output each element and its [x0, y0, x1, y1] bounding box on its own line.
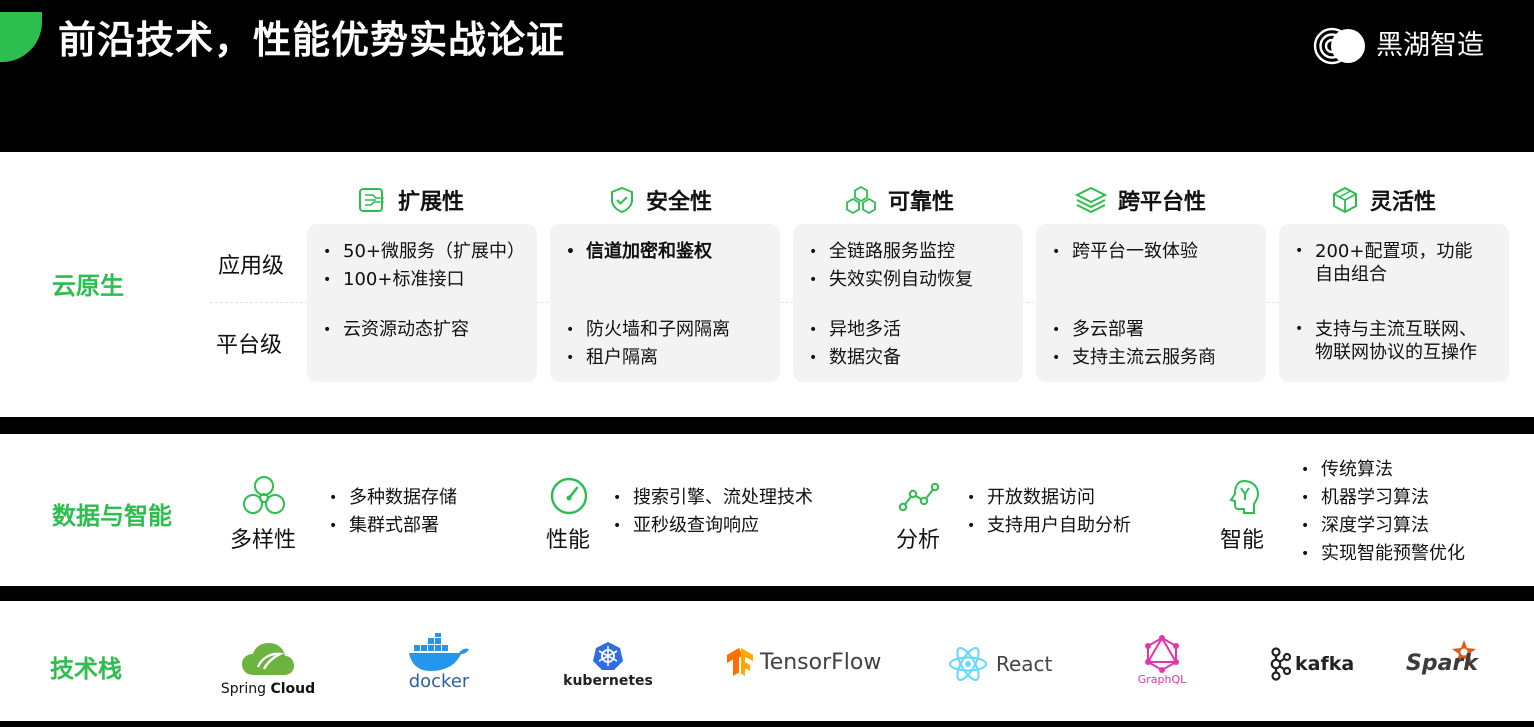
docker-logo: docker [404, 633, 474, 691]
kubernetes-logo: kubernetes [562, 641, 654, 689]
graphql-logo: GraphQL [1132, 635, 1192, 686]
list-item: 信道加密和鉴权 [562, 238, 712, 266]
list-item: 云资源动态扩容 [319, 316, 469, 344]
hexagon-cluster-icon [846, 185, 876, 215]
feature-title-analysis: 分析 [896, 528, 941, 553]
green-accent-tab [0, 12, 42, 62]
data-intelligence-label: 数据与智能 [52, 502, 172, 530]
list-item: 搜索引擎、流处理技术 [609, 484, 813, 512]
cloud-native-label: 云原生 [52, 272, 124, 300]
list-item: 100+标准接口 [319, 266, 525, 294]
column-title: 扩展性 [398, 190, 465, 215]
react-atom-icon [949, 647, 987, 681]
brain-head-icon [1229, 479, 1260, 514]
graphql-text: GraphQL [1137, 673, 1187, 686]
feature-list-intelligence: 传统算法 机器学习算法 深度学习算法 实现智能预警优化 [1297, 456, 1465, 568]
circuit-icon [359, 188, 384, 212]
cube-icon [1333, 186, 1357, 214]
column-header-security: 安全性 [608, 184, 712, 216]
docker-whale-icon [409, 633, 469, 671]
column-header-cross-platform: 跨平台性 [1074, 184, 1206, 216]
list-item: 数据灾备 [805, 344, 901, 372]
spring-cloud-logo: Spring Cloud [218, 639, 318, 697]
tech-stack-panel: 技术栈 Spring Cloud docker kube [0, 601, 1534, 721]
feature-list-analysis: 开放数据访问 支持用户自助分析 [963, 484, 1131, 540]
cloud-text: Cloud [270, 681, 316, 697]
column-header-reliability: 可靠性 [844, 184, 954, 216]
column-title: 可靠性 [888, 190, 955, 215]
spark-star-icon [1452, 640, 1476, 663]
react-logo: React [948, 647, 1052, 681]
kafka-logo: kafka [1269, 647, 1354, 681]
card-security: 信道加密和鉴权 防火墙和子网隔离 租户隔离 [550, 224, 780, 382]
data-intelligence-panel: 数据与智能 多样性 多种数据存储 集群式部署 性能 搜索引擎、流处理技术 亚秒级… [0, 434, 1534, 586]
card-cross-platform: 跨平台一致体验 多云部署 支持主流云服务商 [1036, 224, 1266, 382]
react-text: React [996, 652, 1053, 676]
row-label-app: 应用级 [218, 254, 285, 279]
kubernetes-helm-icon [593, 642, 623, 670]
list-item: 防火墙和子网隔离 [562, 316, 730, 344]
list-item: 集群式部署 [325, 512, 457, 540]
kafka-text: kafka [1295, 653, 1355, 675]
circles-cluster-icon [243, 476, 285, 514]
list-item: 支持与主流互联网、物联网协议的互操作 [1291, 318, 1477, 364]
list-item: 异地多活 [805, 316, 901, 344]
spark-logo: Spark [1404, 639, 1480, 683]
column-header-scalability: 扩展性 [356, 184, 464, 216]
kafka-icon [1270, 647, 1291, 681]
feature-list-performance: 搜索引擎、流处理技术 亚秒级查询响应 [609, 484, 813, 540]
list-item: 机器学习算法 [1297, 484, 1465, 512]
card-scalability: 50+微服务（扩展中） 100+标准接口 云资源动态扩容 [307, 224, 537, 382]
layers-icon [1074, 186, 1108, 214]
list-item: 传统算法 [1297, 456, 1465, 484]
brand-name: 黑湖智造 [1376, 30, 1484, 61]
column-title: 灵活性 [1370, 190, 1437, 215]
spark-text: Spark [1406, 651, 1478, 676]
tech-stack-label: 技术栈 [50, 655, 122, 683]
list-item: 多云部署 [1048, 316, 1216, 344]
cloud-native-panel: 云原生 应用级 平台级 扩展性 50+微服务（扩展中） 100+标准接口 云资源… [0, 152, 1534, 417]
feature-title-diversity: 多样性 [230, 528, 297, 553]
list-item: 失效实例自动恢复 [805, 266, 973, 294]
tensorflow-icon [727, 648, 753, 676]
brand-logo: 黑湖智造 [1312, 26, 1484, 66]
docker-text: docker [408, 671, 470, 692]
list-item: 租户隔离 [562, 344, 730, 372]
feature-title-intelligence: 智能 [1220, 528, 1265, 553]
list-item: 全链路服务监控 [805, 238, 973, 266]
brand-mark-icon [1313, 27, 1365, 65]
list-item: 跨平台一致体验 [1048, 238, 1198, 266]
page-title: 前沿技术，性能优势实战论证 [58, 18, 566, 62]
shield-check-icon [611, 186, 633, 214]
list-item: 多种数据存储 [325, 484, 457, 512]
spring-text: Spring [220, 681, 267, 697]
list-item: 亚秒级查询响应 [609, 512, 813, 540]
list-item: 50+微服务（扩展中） [319, 238, 525, 266]
feature-title-performance: 性能 [546, 528, 591, 553]
kubernetes-text: kubernetes [563, 673, 653, 689]
tensorflow-logo: TensorFlow [726, 647, 881, 677]
speedometer-icon [550, 477, 588, 515]
tensorflow-text: TensorFlow [760, 649, 882, 675]
spring-cloud-icon [242, 643, 294, 675]
line-chart-icon [898, 482, 940, 512]
list-item: 深度学习算法 [1297, 512, 1465, 540]
feature-list-diversity: 多种数据存储 集群式部署 [325, 484, 457, 540]
column-title: 安全性 [646, 190, 713, 215]
graphql-icon [1145, 635, 1179, 673]
list-item: 支持主流云服务商 [1048, 344, 1216, 372]
list-item: 实现智能预警优化 [1297, 540, 1465, 568]
card-reliability: 全链路服务监控 失效实例自动恢复 异地多活 数据灾备 [793, 224, 1023, 382]
list-item: 支持用户自助分析 [963, 512, 1131, 540]
row-label-platform: 平台级 [216, 333, 283, 358]
list-item: 开放数据访问 [963, 484, 1131, 512]
column-title: 跨平台性 [1118, 190, 1207, 215]
column-header-flexibility: 灵活性 [1330, 184, 1436, 216]
